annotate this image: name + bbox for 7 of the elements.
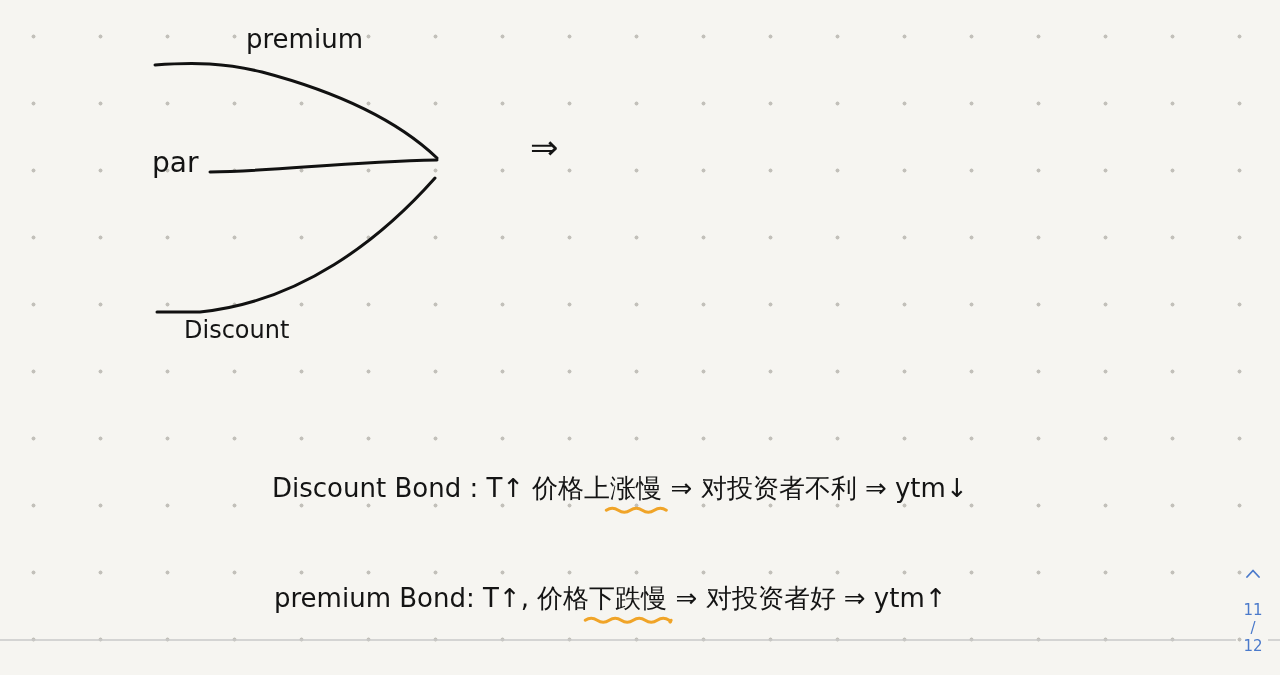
premium-bond-note: premium Bond: T↑, 价格下跌慢 ⇒ 对投资者好 ⇒ ytm↑ (274, 583, 947, 615)
implies-symbol: ⇒ (530, 127, 559, 168)
discount-curve-label: Discount (184, 316, 290, 345)
par-line-label: par (152, 146, 199, 180)
page-counter: 11 / 12 (1242, 601, 1264, 655)
discount-bond-note: Discount Bond : T↑ 价格上涨慢 ⇒ 对投资者不利 ⇒ ytm↓ (272, 473, 968, 505)
premium-curve-label: premium (246, 24, 363, 56)
